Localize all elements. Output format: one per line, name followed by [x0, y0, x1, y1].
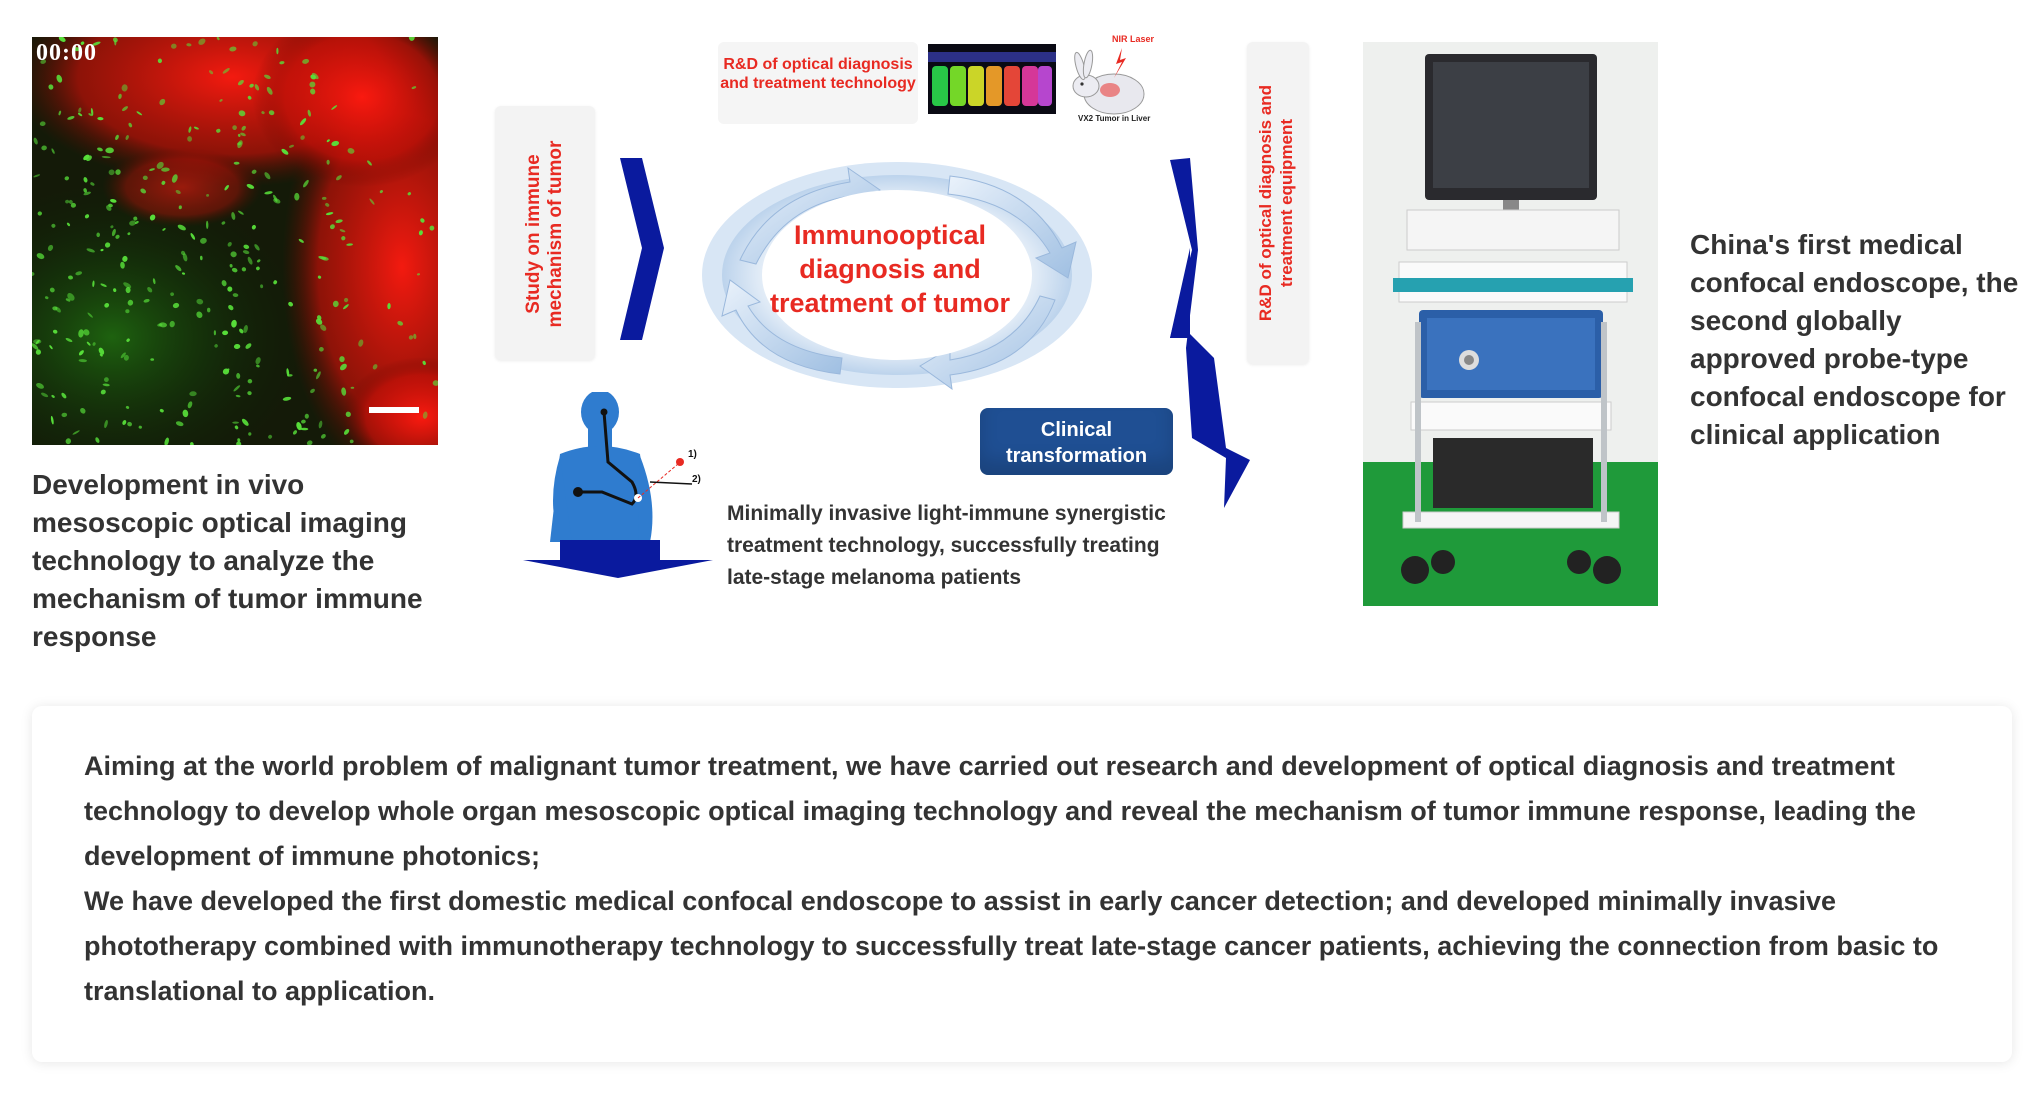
- rd-equipment-label: R&D of optical diagnosis and treatment e…: [1256, 84, 1296, 322]
- patient-marker-1: 1): [688, 449, 697, 460]
- cycle-diagram: [702, 162, 1092, 390]
- microscopy-caption: Development in vivo mesoscopic optical i…: [32, 469, 423, 652]
- fluorescent-vials-image: [928, 44, 1056, 114]
- summary-text: Aiming at the world problem of malignant…: [84, 744, 2004, 1014]
- treatment-caption: Minimally invasive light-immune synergis…: [727, 502, 1166, 589]
- confocal-endoscope-image: [1363, 42, 1658, 606]
- timestamp: 00:00: [36, 40, 97, 66]
- immune-mechanism-label: Study on immune mechanism of tumor: [523, 140, 566, 328]
- rabbit-icon: [1072, 48, 1145, 115]
- right-arrow-icon: [620, 158, 664, 340]
- patient-figure-icon: [523, 392, 713, 578]
- rd-technology-box: [718, 42, 918, 124]
- nir-laser-label: NIR Laser: [1112, 34, 1155, 44]
- rd-technology-label: R&D of optical diagnosis and treatment t…: [720, 56, 916, 92]
- equipment-caption: China's first medical confocal endoscope…: [1690, 229, 2019, 450]
- center-title: Immunooptical diagnosis and treatment of…: [770, 220, 1011, 318]
- rd-equipment-box: [1247, 42, 1309, 364]
- summary-paragraph-1: Aiming at the world problem of malignant…: [84, 751, 1916, 871]
- scale-bar: [369, 407, 419, 413]
- rabbit-caption: VX2 Tumor in Liver: [1078, 114, 1151, 123]
- clinical-transformation-label: Clinical transformation: [1005, 419, 1148, 467]
- lightning-arrow-icon: [1170, 158, 1250, 508]
- immune-mechanism-box: [495, 106, 595, 360]
- summary-panel: [32, 706, 2012, 1062]
- summary-paragraph-2: We have developed the first domestic med…: [84, 886, 1939, 1006]
- microscopy-image: [32, 37, 438, 445]
- patient-marker-2: 2): [692, 474, 701, 485]
- clinical-transformation-box: [980, 408, 1173, 475]
